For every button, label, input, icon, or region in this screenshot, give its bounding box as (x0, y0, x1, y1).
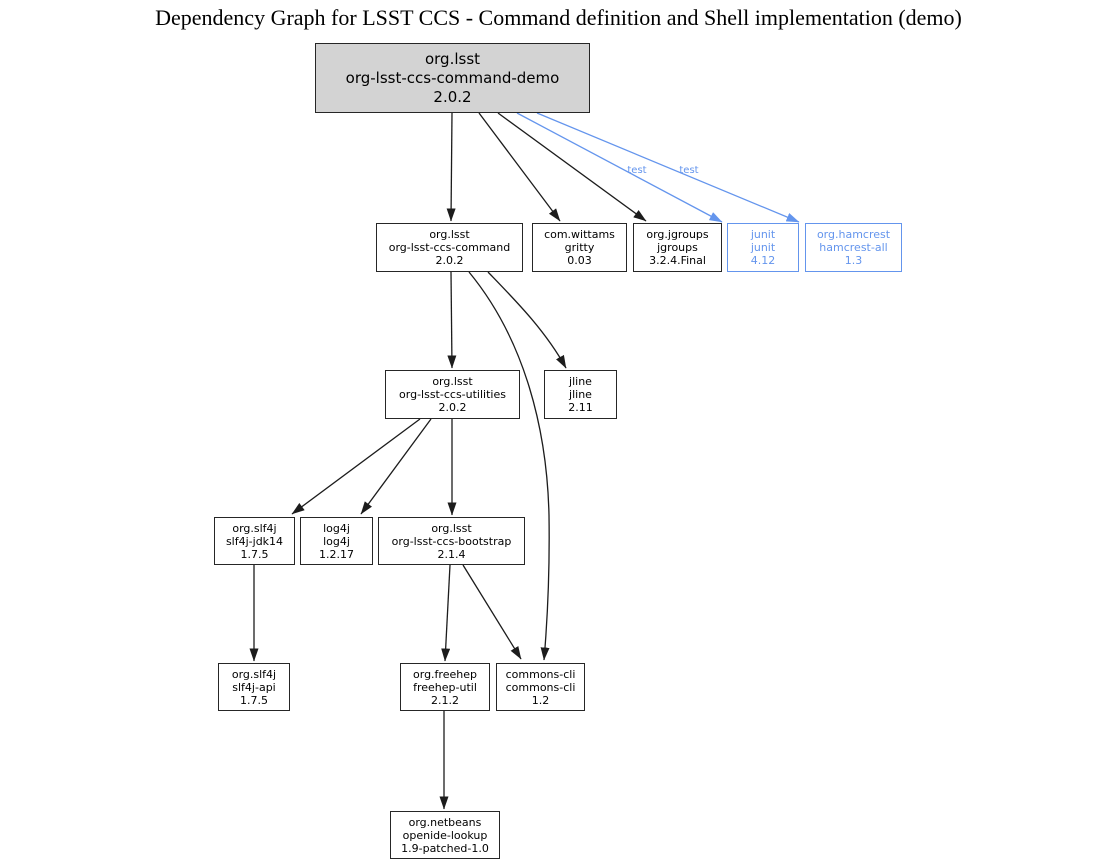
node-group-label: org.slf4j (231, 667, 277, 681)
node-group-label: org.lsst (429, 228, 470, 241)
node-version-label: 3.2.4.Final (649, 254, 706, 267)
edge-command-demo->hamcrest (536, 112, 800, 223)
edge-label-command-demo->hamcrest: test (679, 165, 698, 176)
node-artifact-label: freehep-util (413, 680, 477, 694)
node-group-label: jline (569, 375, 592, 388)
node-group-label: org.hamcrest (816, 228, 891, 241)
graph-title: Dependency Graph for LSST CCS - Command … (155, 5, 962, 30)
edge-ccs-bootstrap->commons-cli (462, 564, 522, 660)
edge-ccs-command->jline (487, 271, 567, 369)
node-artifact-label: gritty (564, 241, 595, 254)
node-version-label: 2.0.2 (438, 401, 467, 414)
node-version-label: 1.2.17 (319, 547, 354, 561)
node-artifact-label: org-lsst-ccs-utilities (399, 388, 506, 401)
edge-ccs-bootstrap->freehep-util (441, 564, 451, 662)
node-artifact-label: jline (569, 388, 592, 401)
node-version-label: 4.12 (750, 254, 776, 267)
node-artifact-label: org-lsst-ccs-command-demo (345, 68, 560, 87)
node-artifact-label: slf4j-jdk14 (225, 534, 284, 548)
node-group-label: org.jgroups (646, 228, 709, 241)
edge-ccs-utilities->log4j (360, 418, 432, 515)
node-artifact-label: openide-lookup (402, 828, 488, 842)
node-artifact-label: hamcrest-all (819, 241, 888, 254)
node-group-label: log4j (323, 521, 350, 535)
node-version-label: 1.2 (531, 693, 550, 707)
node-artifact-label: slf4j-api (232, 680, 276, 694)
node-artifact-label: commons-cli (505, 680, 576, 694)
node-artifact-label: org-lsst-ccs-command (388, 241, 511, 254)
node-group-label: org.lsst (431, 521, 472, 535)
node-group-label: org.lsst (432, 375, 473, 388)
node-version-label: 0.03 (567, 254, 592, 267)
node-version-label: 2.1.2 (431, 693, 459, 707)
node-artifact-label: jgroups (657, 241, 698, 254)
edge-label-command-demo->junit: test (627, 165, 646, 176)
node-version-label: 2.0.2 (433, 87, 472, 106)
edge-ccs-command->ccs-utilities (447, 271, 457, 369)
node-group-label: commons-cli (505, 667, 576, 681)
node-artifact-label: org-lsst-ccs-bootstrap (391, 534, 512, 548)
node-version-label: 1.3 (844, 254, 863, 267)
node-artifact-label: junit (750, 241, 776, 254)
edge-ccs-utilities->slf4j-jdk14 (291, 418, 421, 515)
edge-command-demo->ccs-command (446, 112, 456, 222)
node-artifact-label: log4j (323, 534, 350, 548)
node-version-label: 2.11 (568, 401, 593, 414)
node-version-label: 1.9-patched-1.0 (401, 841, 489, 855)
edge-command-demo->gritty (478, 112, 561, 222)
edge-command-demo->jgroups (497, 112, 647, 222)
node-version-label: 2.0.2 (435, 254, 464, 267)
edge-ccs-command->commons-cli (468, 271, 550, 661)
node-group-label: org.slf4j (232, 521, 277, 535)
node-version-label: 1.7.5 (240, 547, 269, 561)
node-group-label: org.freehep (413, 667, 477, 681)
node-version-label: 1.7.5 (240, 693, 268, 707)
node-group-label: org.lsst (424, 49, 481, 68)
node-group-label: com.wittams (544, 228, 615, 241)
node-group-label: org.netbeans (408, 815, 482, 829)
node-group-label: junit (750, 228, 776, 241)
node-version-label: 2.1.4 (437, 547, 466, 561)
edge-command-demo->junit (516, 112, 723, 223)
